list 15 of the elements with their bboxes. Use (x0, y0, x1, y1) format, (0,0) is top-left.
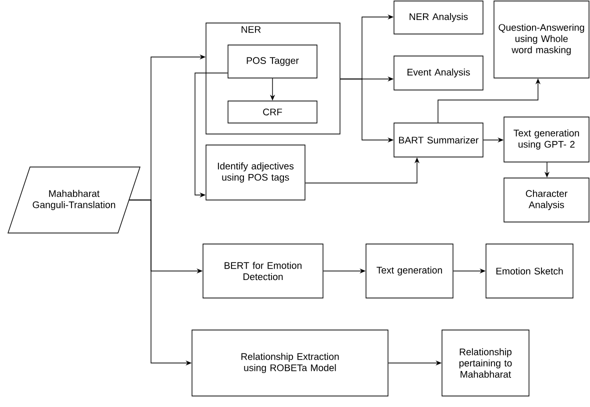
process-box: Text generation (366, 244, 454, 298)
process-box: Emotion Sketch (486, 244, 574, 298)
process-box: Question-Answering using Whole word masking (494, 0, 590, 78)
process-box: Relationship pertaining to Mahabharat (442, 330, 530, 396)
process-box: Identify adjectives using POS tags (206, 144, 306, 200)
process-box: Relationship Extraction using ROBETa Model (192, 330, 388, 396)
process-box: POS Tagger (228, 44, 318, 78)
process-box: CRF (228, 100, 318, 124)
process-box: BART Summarizer (394, 122, 484, 158)
process-box: Character Analysis (504, 178, 590, 222)
process-box: Event Analysis (394, 56, 484, 90)
process-box: Text generation using GPT- 2 (504, 116, 590, 162)
input-parallelogram: Mahabharat Ganguli-Translation (8, 166, 140, 234)
process-box: NER Analysis (394, 0, 484, 34)
process-box: BERT for Emotion Detection (202, 244, 324, 298)
